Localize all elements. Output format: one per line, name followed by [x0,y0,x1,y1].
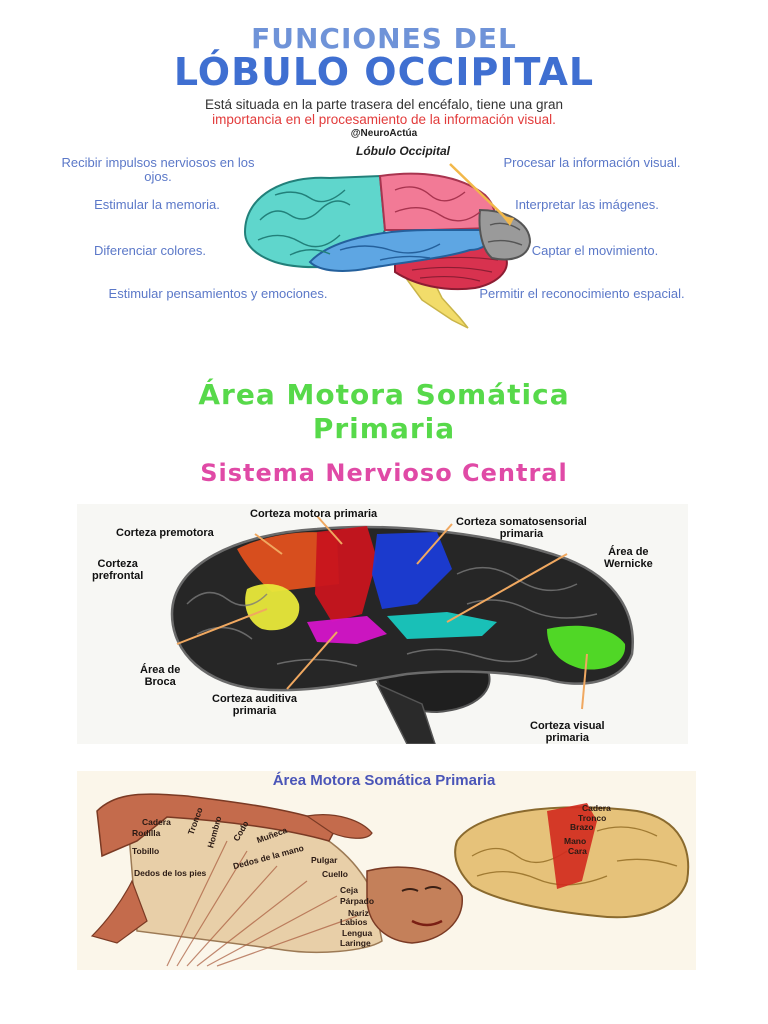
function-estimular-pensamientos: Estimular pensamientos y emociones. [108,286,328,301]
hom-label-labios: Labios [340,917,368,927]
wernicke-region [387,612,497,639]
temporal-lobe-shape [308,229,494,272]
homunculus-face [366,866,463,944]
label-corteza-somatosensorial: Corteza somatosensorial primaria [456,516,587,540]
infographic-header-line1: FUNCIONES DEL [251,22,517,55]
label-somato-line2: primaria [499,528,544,540]
label-area-wernicke: Área de Wernicke [604,546,653,570]
infographic-intro-line2: importancia en el procesamiento de la in… [212,112,556,127]
cortex-map-panel [77,504,688,745]
infographic-intro-line1: Está situada en la parte trasera del enc… [205,97,563,112]
page-title-line2: Primaria [312,412,456,445]
brain-label-brazo: Brazo [570,822,594,832]
hom-label-dedos-pies: Dedos de los pies [134,868,207,878]
label-visual-line2: primaria [545,732,589,744]
hom-label-pulgar: Pulgar [311,855,338,865]
page-title-line1: Área Motora Somática [198,378,570,411]
label-prefrontal-line1: Corteza [97,558,138,570]
label-corteza-visual: Corteza visual primaria [530,720,605,744]
occipital-lobe-shape [478,208,532,261]
occipital-pointer-arrow [449,163,511,223]
hom-label-parpado: Párpado [340,896,375,906]
function-interpretar-imagenes: Interpretar las imágenes. [515,197,659,212]
label-wernicke-line1: Área de [608,546,649,558]
function-recibir-impulsos: Recibir impulsos nerviosos en los ojos. [61,155,255,184]
motor-strip-highlight [547,803,597,889]
label-broca-line2: Broca [144,676,176,688]
infographic-header-line2: LÓBULO OCCIPITAL [173,50,595,94]
function-estimular-memoria: Estimular la memoria. [94,197,220,212]
page-subtitle: Sistema Nervioso Central [200,459,568,487]
hom-label-nariz: Nariz [348,908,369,918]
somatosensorial-region [372,532,452,609]
hom-label-ceja: Ceja [340,885,358,895]
brain-label-cara: Cara [568,846,587,856]
function-diferenciar-colores: Diferenciar colores. [94,243,206,258]
label-prefrontal-line2: prefrontal [92,570,144,582]
premotora-region [237,532,339,592]
hom-label-cadera: Cadera [142,817,171,827]
hom-label-tobillo: Tobillo [132,846,160,856]
motora-region [315,526,377,622]
infographic-handle: @NeuroActúa [350,128,418,139]
label-wernicke-line2: Wernicke [604,558,653,570]
label-area-broca: Área de Broca [140,664,180,688]
label-corteza-premotora: Corteza premotora [116,527,214,539]
brain-label-tronco: Tronco [578,813,607,823]
hom-label-laringe: Laringe [340,938,371,948]
function-captar-movimiento: Captar el movimiento. [531,243,659,258]
label-corteza-prefrontal: Corteza prefrontal [92,558,143,582]
homunculus-title: Área Motora Somática Primaria [272,772,496,789]
hom-label-lengua: Lengua [342,928,373,938]
label-auditiva-line2: primaria [232,705,277,717]
auditiva-region [307,616,387,644]
homunculus-illustration [90,793,690,967]
hom-label-rodilla: Rodilla [132,828,161,838]
label-visual-line1: Corteza visual [530,720,605,732]
label-auditiva-line1: Corteza auditiva [212,693,297,705]
hom-label-cuello: Cuello [322,869,348,879]
homunculus-arm [96,793,339,858]
brain-label-mano: Mano [564,836,587,846]
label-broca-line1: Área de [140,664,181,676]
parietal-lobe-shape [378,172,497,231]
occipital-lobe-label: Lóbulo Occipital [356,144,451,158]
label-somato-line1: Corteza somatosensorial [456,516,587,528]
page-title: Área Motora Somática Primaria [0,378,768,446]
brain-label-cadera: Cadera [582,803,611,813]
homunculus-panel [77,771,696,970]
visual-region [547,625,626,670]
cortex-map-illustration [170,515,634,745]
function-procesar-informacion: Procesar la información visual. [503,155,681,170]
occipital-brain-illustration [243,163,532,329]
label-corteza-motora: Corteza motora primaria [250,508,378,520]
prefrontal-broca-region [245,584,300,631]
function-reconocimiento-espacial: Permitir el reconocimiento espacial. [479,286,685,301]
label-corteza-auditiva: Corteza auditiva primaria [212,693,297,717]
